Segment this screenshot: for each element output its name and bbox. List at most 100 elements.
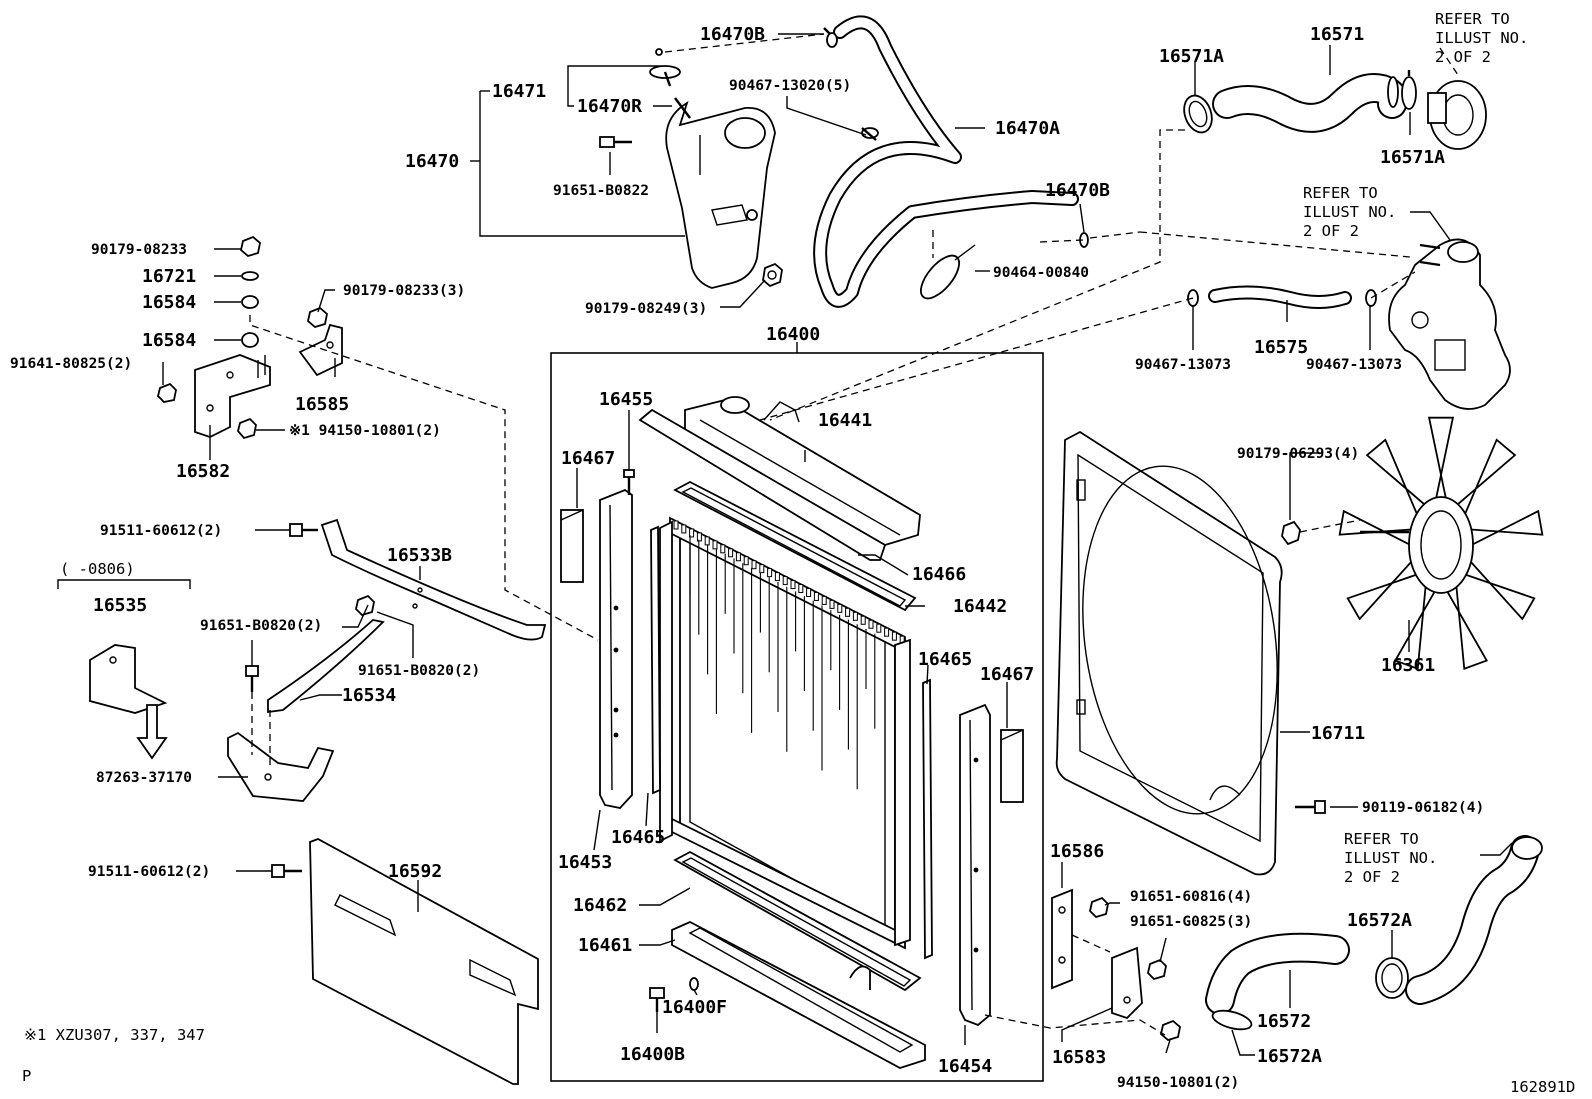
label-90119-06182: 90119-06182(4)	[1362, 800, 1484, 816]
seal-strip-16465-left	[650, 525, 661, 795]
label-90179-08233: 90179-08233	[91, 242, 187, 258]
bolt-icon	[1089, 896, 1109, 919]
tank-tooth	[696, 532, 702, 542]
label-90467-13073-right: 90467-13073	[1306, 357, 1402, 373]
label-16471: 16471	[492, 81, 546, 102]
refer-note-3-line3: 2 OF 2	[1344, 868, 1400, 886]
label-16571A-right: 16571A	[1380, 147, 1445, 168]
nut-icon	[237, 417, 257, 440]
label-16575: 16575	[1254, 337, 1308, 358]
label-16462: 16462	[573, 895, 627, 916]
water-outlet-icon	[1405, 835, 1543, 1005]
label-16361: 16361	[1381, 655, 1435, 676]
bracket-icon	[298, 323, 343, 377]
label-16400B: 16400B	[620, 1044, 685, 1065]
seal-strip-16465-right	[922, 678, 933, 960]
label-16584-b: 16584	[142, 330, 196, 351]
label-16572: 16572	[1257, 1011, 1311, 1032]
label-16572A-right: 16572A	[1347, 910, 1412, 931]
corner-mark: P	[22, 1067, 31, 1085]
arrow-down-icon	[136, 704, 168, 760]
label-16533B: 16533B	[387, 545, 452, 566]
bolt-icon	[271, 864, 302, 878]
bracket-icon	[89, 644, 168, 714]
hose-icon	[1212, 73, 1409, 133]
clamp-icon	[1211, 1009, 1253, 1031]
label-16571A-left: 16571A	[1159, 46, 1224, 67]
clamp-icon	[1401, 70, 1417, 110]
label-16453: 16453	[558, 852, 612, 873]
side-support-16453	[599, 488, 633, 809]
water-outlet-icon	[1388, 238, 1511, 410]
bolt-icon	[245, 665, 259, 692]
tank-tooth	[798, 584, 804, 594]
label-16470: 16470	[405, 151, 459, 172]
o-ring-16400F	[689, 977, 699, 991]
label-90464-00840: 90464-00840	[993, 265, 1089, 281]
label-16442: 16442	[953, 596, 1007, 617]
refer-note-1-line1: REFER TO	[1435, 10, 1510, 28]
label-90467-13073-left: 90467-13073	[1135, 357, 1231, 373]
label-16455: 16455	[599, 389, 653, 410]
clamp-icon	[1183, 94, 1213, 134]
tank-tooth	[806, 587, 812, 597]
label-16470B-mid: 16470B	[1045, 180, 1110, 201]
nut-icon	[1160, 1019, 1181, 1042]
label-16465-left: 16465	[611, 827, 665, 848]
label-91511-60612-a: 91511-60612(2)	[100, 523, 222, 539]
label-91651-G0825: 91651-G0825(3)	[1130, 914, 1252, 930]
fan-icon	[1338, 416, 1544, 670]
fan-blade	[1365, 438, 1428, 519]
label-16535: 16535	[93, 595, 147, 616]
fan-blade	[1454, 438, 1517, 519]
footnote: ※1 XZU307, 337, 347	[24, 1026, 205, 1044]
tank-tooth	[743, 556, 749, 566]
tank-tooth	[860, 615, 866, 625]
refer-note-2-line3: 2 OF 2	[1303, 222, 1359, 240]
label-16583: 16583	[1052, 1047, 1106, 1068]
tank-tooth	[821, 595, 827, 605]
tank-tooth	[837, 603, 843, 613]
reservoir-tank-icon	[665, 97, 776, 289]
label-date-range: ( -0806)	[60, 560, 135, 578]
bolt-icon	[355, 594, 375, 617]
stay-16534	[267, 619, 385, 714]
label-16572A-bottom: 16572A	[1257, 1046, 1322, 1067]
label-16470B-top: 16470B	[700, 24, 765, 45]
tank-tooth	[759, 564, 765, 574]
label-16465-right: 16465	[918, 649, 972, 670]
fan-shroud-icon	[1055, 430, 1283, 876]
label-16454: 16454	[938, 1056, 992, 1077]
label-91651-B0820-a: 91651-B0820(2)	[200, 618, 322, 634]
nut-icon	[762, 262, 783, 288]
bracket-icon	[1111, 946, 1143, 1020]
bolt-icon	[157, 382, 177, 403]
clamp-icon	[823, 27, 838, 48]
bolt-icon	[289, 523, 318, 537]
label-90467-13020: 90467-13020(5)	[729, 78, 851, 94]
fan-blade	[1338, 509, 1414, 547]
label-16584-a: 16584	[142, 292, 196, 313]
tank-tooth	[813, 591, 819, 601]
tank-tooth	[790, 580, 796, 590]
label-91651-60816: 91651-60816(4)	[1130, 889, 1252, 905]
tank-tooth	[868, 619, 874, 629]
tank-tooth	[884, 627, 890, 637]
leader-lines	[57, 33, 1513, 1056]
water-outlet-icon	[1427, 80, 1487, 150]
bracket-icon	[227, 731, 335, 802]
bolt-icon	[599, 136, 632, 148]
refer-note-2-line1: REFER TO	[1303, 184, 1378, 202]
fan-blade	[1444, 582, 1489, 670]
tank-tooth	[845, 607, 851, 617]
hose-icon	[1205, 932, 1350, 1015]
bracket-icon	[1051, 888, 1073, 990]
label-16467-right: 16467	[980, 664, 1034, 685]
tank-tooth	[852, 611, 858, 621]
refer-note-1-line2: ILLUST NO.	[1435, 29, 1528, 47]
label-94150-10801-star: ※1 94150-10801(2)	[289, 423, 441, 439]
label-16466: 16466	[912, 564, 966, 585]
tank-tooth	[774, 572, 780, 582]
label-16461: 16461	[578, 935, 632, 956]
pad-16467-right	[1000, 729, 1024, 803]
